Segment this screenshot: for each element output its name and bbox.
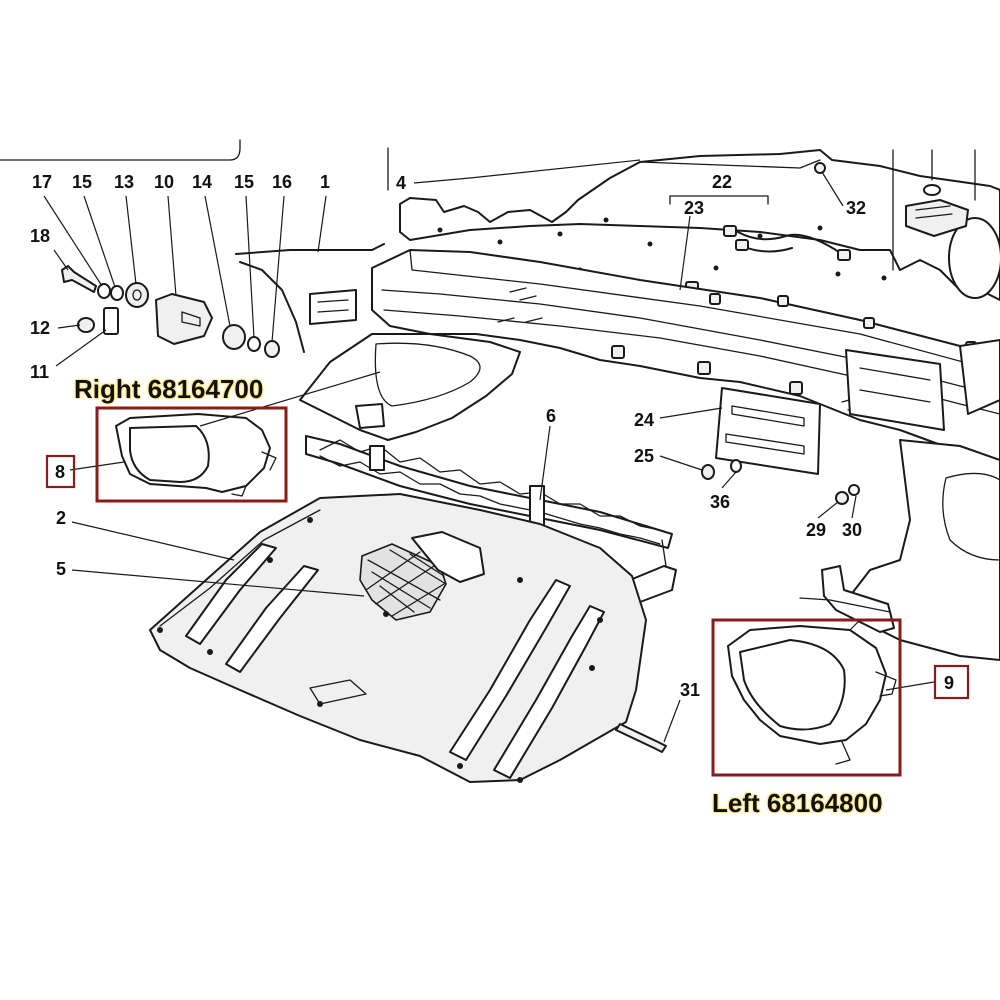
part-label-9: 9 [944, 673, 954, 693]
part-label: 17 [32, 172, 52, 192]
plate-24 [715, 387, 821, 475]
duct-8-highlight-box [95, 406, 288, 503]
bracket-10 [155, 293, 213, 345]
part-label: 6 [546, 406, 556, 426]
nut-29 [835, 491, 849, 505]
part-label: 16 [272, 172, 292, 192]
part-label-8: 8 [55, 462, 65, 482]
part-label: 11 [30, 362, 49, 382]
mesh-bracket-1 [369, 445, 385, 471]
washer-17 [97, 283, 111, 299]
fastener-leaders [43, 195, 327, 367]
frame-panel-4 [399, 149, 1000, 301]
part-label: 32 [846, 198, 866, 218]
part-label: 5 [56, 559, 66, 579]
duct-8-drawing [115, 413, 277, 497]
part-label: 15 [234, 172, 254, 192]
mesh-strip-6 [305, 435, 673, 549]
part-label: 36 [710, 492, 730, 512]
duct-9-highlight-box [711, 618, 902, 777]
washer-15b [247, 336, 261, 352]
undertray-opening [411, 531, 485, 583]
grommet-top-right [923, 184, 941, 196]
undertray-holes [157, 517, 603, 783]
undertray-2 [149, 493, 647, 783]
plate-11 [103, 307, 119, 335]
left-part-caption: Left 68164800 [712, 788, 883, 818]
right-bracket [821, 565, 895, 633]
main-leaders [69, 159, 935, 743]
bracket-10-slot [181, 311, 201, 327]
grille-mesh [365, 549, 447, 617]
label-8-box [45, 454, 76, 489]
washer-15a [110, 285, 124, 301]
nut-12 [77, 317, 95, 333]
grommet-14 [222, 324, 246, 350]
washer-36 [730, 459, 742, 473]
screw-31 [615, 723, 667, 753]
grommet-13 [125, 282, 149, 308]
frame-cutout [948, 217, 1000, 299]
duct-tab [355, 403, 385, 429]
part-label: 12 [30, 318, 50, 338]
part-label: 23 [684, 198, 704, 218]
inset-frame [0, 139, 241, 161]
washer-30 [848, 484, 860, 496]
nut-32 [814, 162, 826, 174]
part-label: 25 [634, 446, 654, 466]
part-label: 14 [192, 172, 212, 192]
plate-near-1 [309, 289, 357, 325]
undertray-ribs [185, 543, 605, 779]
nut-25 [701, 464, 715, 480]
part-label: 13 [114, 172, 134, 192]
part-label: 18 [30, 226, 50, 246]
part-label: 22 [712, 172, 732, 192]
part-label: 29 [806, 520, 826, 540]
beam-endcap [959, 339, 1000, 415]
part-label: 30 [842, 520, 862, 540]
part-label: 24 [634, 410, 654, 430]
part-label: 2 [56, 508, 66, 528]
nut-16 [264, 340, 280, 358]
part-label: 10 [154, 172, 174, 192]
grommet-13-hole [132, 289, 142, 301]
right-part-caption: Right 68164700 [74, 374, 264, 404]
part-label: 31 [680, 680, 700, 700]
upper-duct-shell [299, 333, 521, 441]
frame-panel-4-edge [639, 159, 821, 169]
duct-9-drawing [727, 625, 897, 765]
part-labels: 17 15 13 10 14 15 16 1 18 12 11 4 22 23 … [30, 172, 954, 700]
part-label: 1 [320, 172, 330, 192]
bolt-18 [61, 265, 97, 293]
label-9-box [933, 664, 970, 700]
part-label: 4 [396, 173, 406, 193]
fastener-group [61, 265, 280, 358]
part-label: 15 [72, 172, 92, 192]
